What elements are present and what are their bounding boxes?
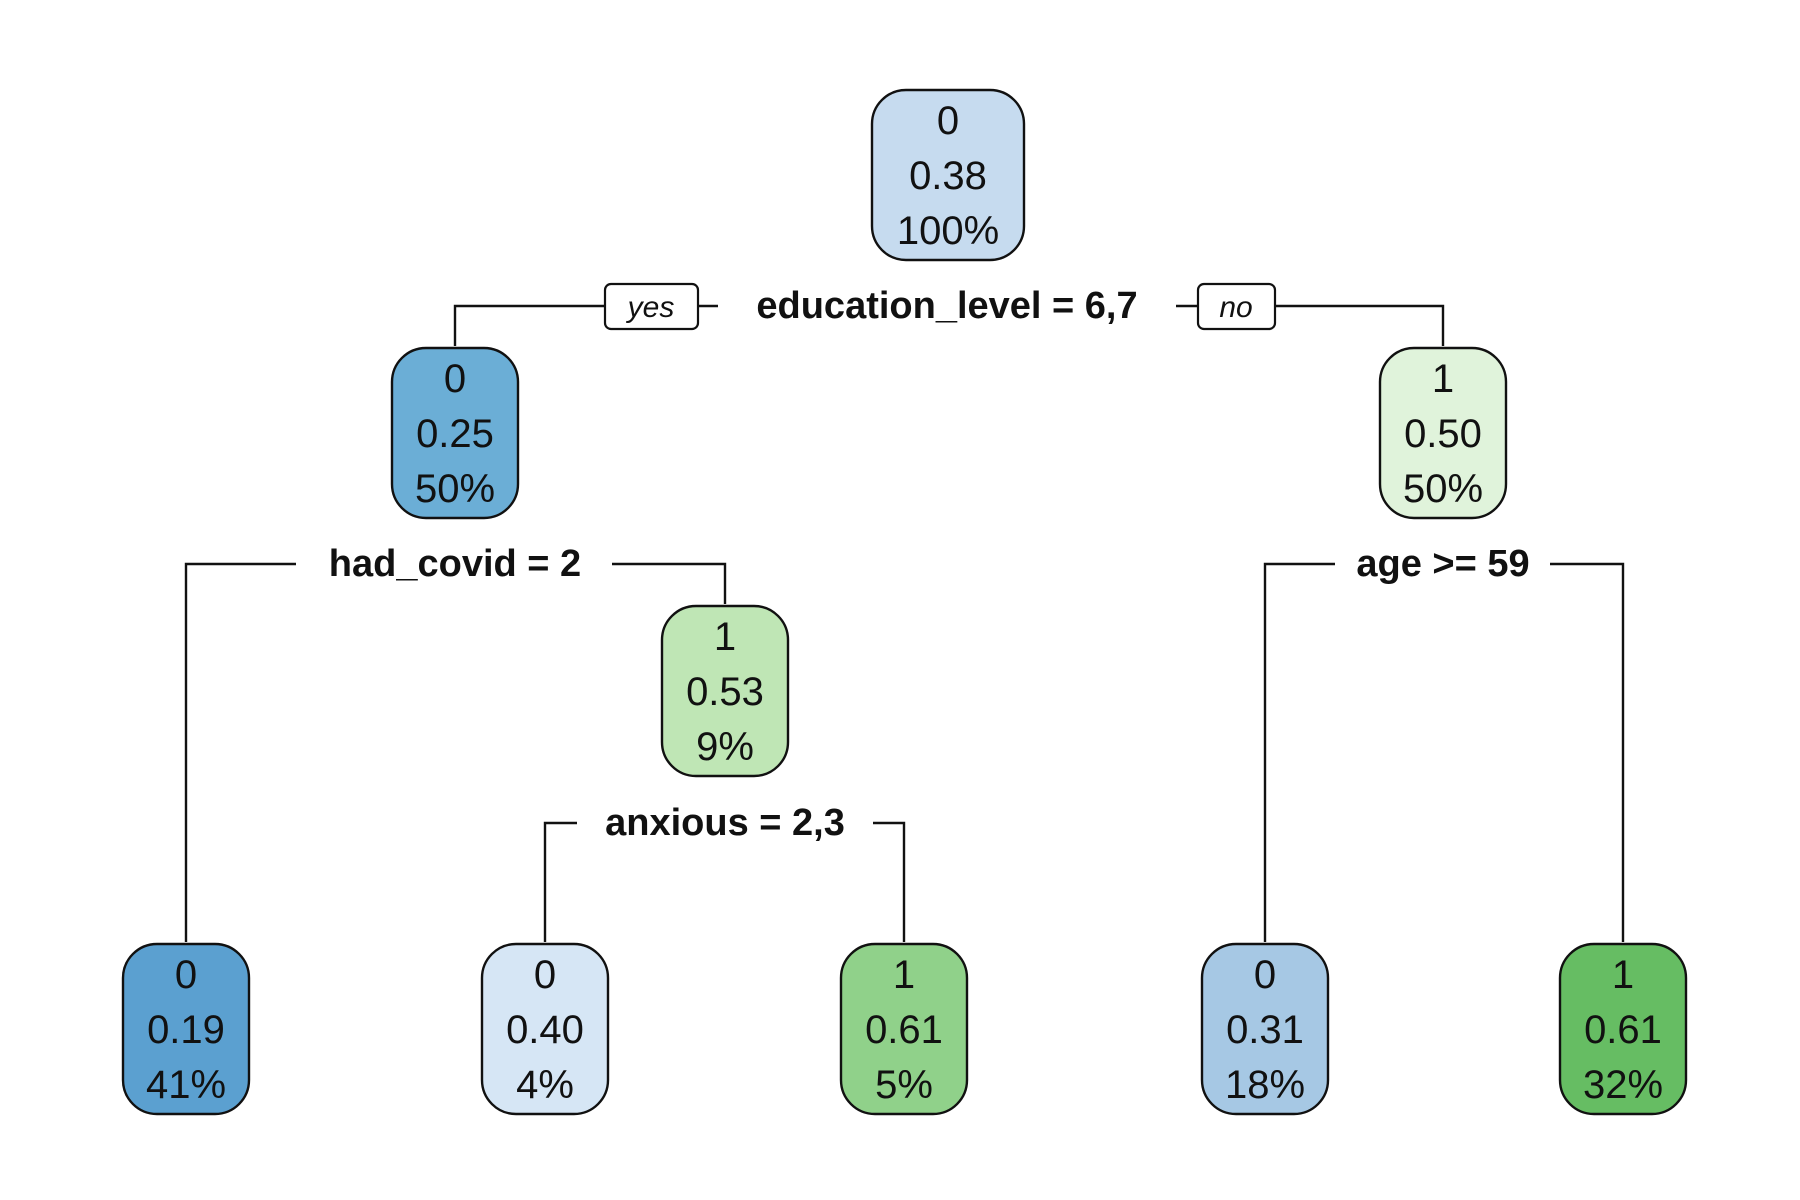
node-percent-label: 100%: [897, 209, 999, 253]
node-probability-label: 0.38: [909, 154, 987, 198]
node-percent-label: 50%: [415, 467, 495, 511]
tree-node-n10: 0 0.40 4%: [480, 942, 610, 1116]
node-class-label: 0: [444, 357, 466, 401]
node-box: [1558, 942, 1688, 1116]
no-branch-label: no: [1196, 282, 1277, 331]
node-box: [839, 942, 969, 1116]
edge-n5-left: [543, 821, 577, 942]
node-class-label: 1: [893, 953, 915, 997]
node-class-label: 0: [534, 953, 556, 997]
node-percent-label: 9%: [696, 725, 754, 769]
tree-node-root: 0 0.38 100%: [870, 88, 1026, 262]
tree-node-n5: 1 0.53 9%: [660, 604, 790, 778]
edge-n2-left: [184, 562, 296, 942]
node-probability-label: 0.19: [147, 1008, 225, 1052]
split-label-age: age >= 59: [1356, 543, 1529, 585]
node-percent-label: 18%: [1225, 1063, 1305, 1107]
node-box: [1378, 346, 1508, 520]
no-box: [1196, 282, 1277, 331]
edge-root-right: [1275, 304, 1445, 346]
node-class-label: 0: [937, 99, 959, 143]
tree-node-n6: 0 0.31 18%: [1200, 942, 1330, 1116]
node-box: [390, 346, 520, 520]
tree-edges: [184, 304, 1625, 942]
node-class-label: 1: [1432, 357, 1454, 401]
edge-n3-right: [1550, 562, 1625, 942]
split-label-anxious: anxious = 2,3: [605, 802, 845, 844]
node-class-label: 1: [1612, 953, 1634, 997]
node-probability-label: 0.50: [1404, 412, 1482, 456]
edge-n3-left: [1263, 562, 1335, 942]
node-probability-label: 0.61: [1584, 1008, 1662, 1052]
no-text: no: [1219, 291, 1252, 324]
edge-n5-right: [873, 821, 906, 942]
tree-nodes: 0 0.38 100% 0 0.25 50% 1 0.50 50% 1 0.53 9% 0 0.19 41%…: [121, 88, 1688, 1116]
node-class-label: 0: [175, 953, 197, 997]
node-box: [1200, 942, 1330, 1116]
tree-node-n4: 0 0.19 41%: [121, 942, 251, 1116]
yes-branch-label: yes: [603, 282, 700, 331]
node-probability-label: 0.53: [686, 670, 764, 714]
node-box: [121, 942, 251, 1116]
node-percent-label: 41%: [146, 1063, 226, 1107]
node-box: [660, 604, 790, 778]
tree-node-n2: 0 0.25 50%: [390, 346, 520, 520]
node-probability-label: 0.61: [865, 1008, 943, 1052]
split-label-education-level: education_level = 6,7: [756, 285, 1137, 327]
tree-node-n7: 1 0.61 32%: [1558, 942, 1688, 1116]
node-percent-label: 4%: [516, 1063, 574, 1107]
node-box: [480, 942, 610, 1116]
split-label-had-covid: had_covid = 2: [329, 543, 581, 585]
node-probability-label: 0.40: [506, 1008, 584, 1052]
node-box: [870, 88, 1026, 262]
edge-root-left: [453, 304, 605, 346]
tree-node-n3: 1 0.50 50%: [1378, 346, 1508, 520]
tree-node-n11: 1 0.61 5%: [839, 942, 969, 1116]
node-probability-label: 0.31: [1226, 1008, 1304, 1052]
yes-box: [603, 282, 700, 331]
node-percent-label: 32%: [1583, 1063, 1663, 1107]
yes-text: yes: [626, 291, 675, 324]
edge-n2-right: [612, 562, 727, 604]
node-class-label: 1: [714, 615, 736, 659]
node-probability-label: 0.25: [416, 412, 494, 456]
node-percent-label: 5%: [875, 1063, 933, 1107]
node-class-label: 0: [1254, 953, 1276, 997]
node-percent-label: 50%: [1403, 467, 1483, 511]
